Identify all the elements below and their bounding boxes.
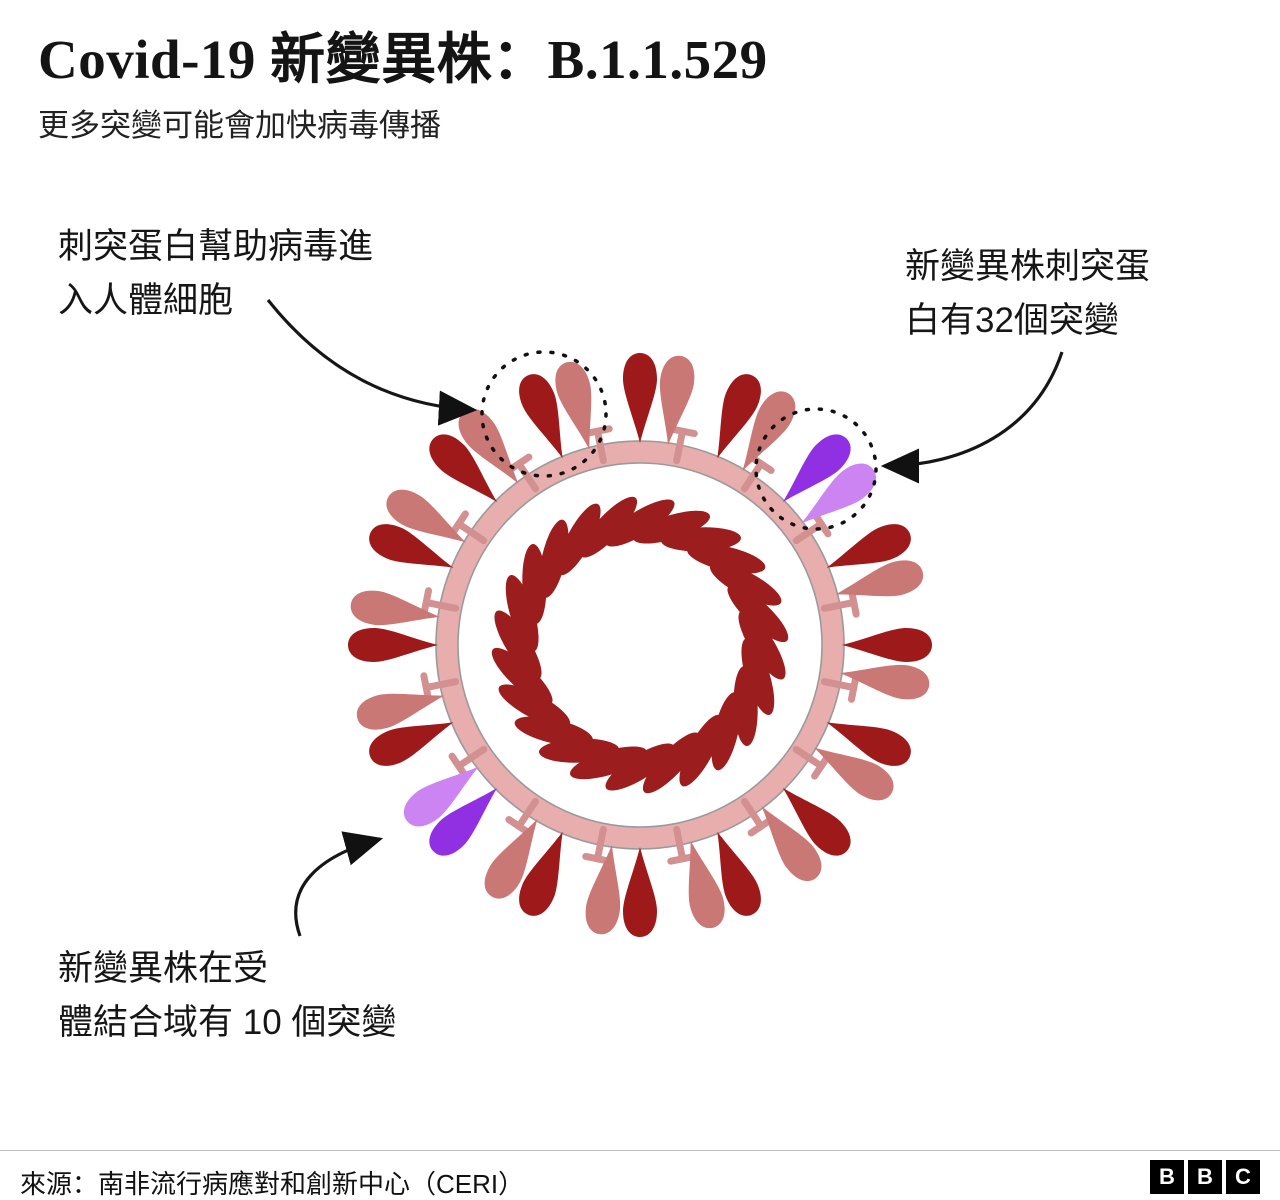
arrow-to-variant-spike xyxy=(880,351,1064,484)
virus-membrane xyxy=(435,440,845,850)
annotation-rbd-line1: 新變異株在受 xyxy=(58,949,269,988)
dashed-highlight-circle-right xyxy=(754,407,878,531)
annotation-spike-line2: 入人體細胞 xyxy=(58,281,234,321)
bbc-logo: B B C xyxy=(1150,1160,1260,1194)
annotation-rbd-mutations: 新變異株在受 體結合域有 10 個突變 xyxy=(58,942,396,1051)
annotation-variant-line1: 新變異株刺突蛋 xyxy=(905,247,1151,286)
annotation-spike-line1: 刺突蛋白幫助病毒進 xyxy=(58,227,374,266)
arrow-to-spike xyxy=(266,299,478,426)
footer-divider xyxy=(0,1150,1280,1151)
dashed-highlight-circle-left xyxy=(480,350,608,478)
annotation-variant-line2: 白有32個突變 xyxy=(905,301,1119,341)
bbc-logo-block-1: B xyxy=(1150,1160,1184,1194)
annotation-rbd-line2: 體結合域有 10 個突變 xyxy=(58,1003,397,1043)
page-title: Covid-19 新變異株：B.1.1.529 xyxy=(38,29,768,90)
annotation-spike-protein: 刺突蛋白幫助病毒進 入人體細胞 xyxy=(58,220,373,329)
page-subtitle: 更多突變可能會加快病毒傳播 xyxy=(38,108,441,143)
annotation-variant-spike: 新變異株刺突蛋 白有32個突變 xyxy=(905,240,1150,349)
source-credit: 來源：南非流行病應對和創新中心（CERI） xyxy=(20,1169,525,1199)
bbc-logo-block-3: C xyxy=(1226,1160,1260,1194)
bbc-logo-block-2: B xyxy=(1188,1160,1222,1194)
arrow-to-rbd-spike xyxy=(294,831,384,937)
virus-genome-coil xyxy=(481,486,799,804)
